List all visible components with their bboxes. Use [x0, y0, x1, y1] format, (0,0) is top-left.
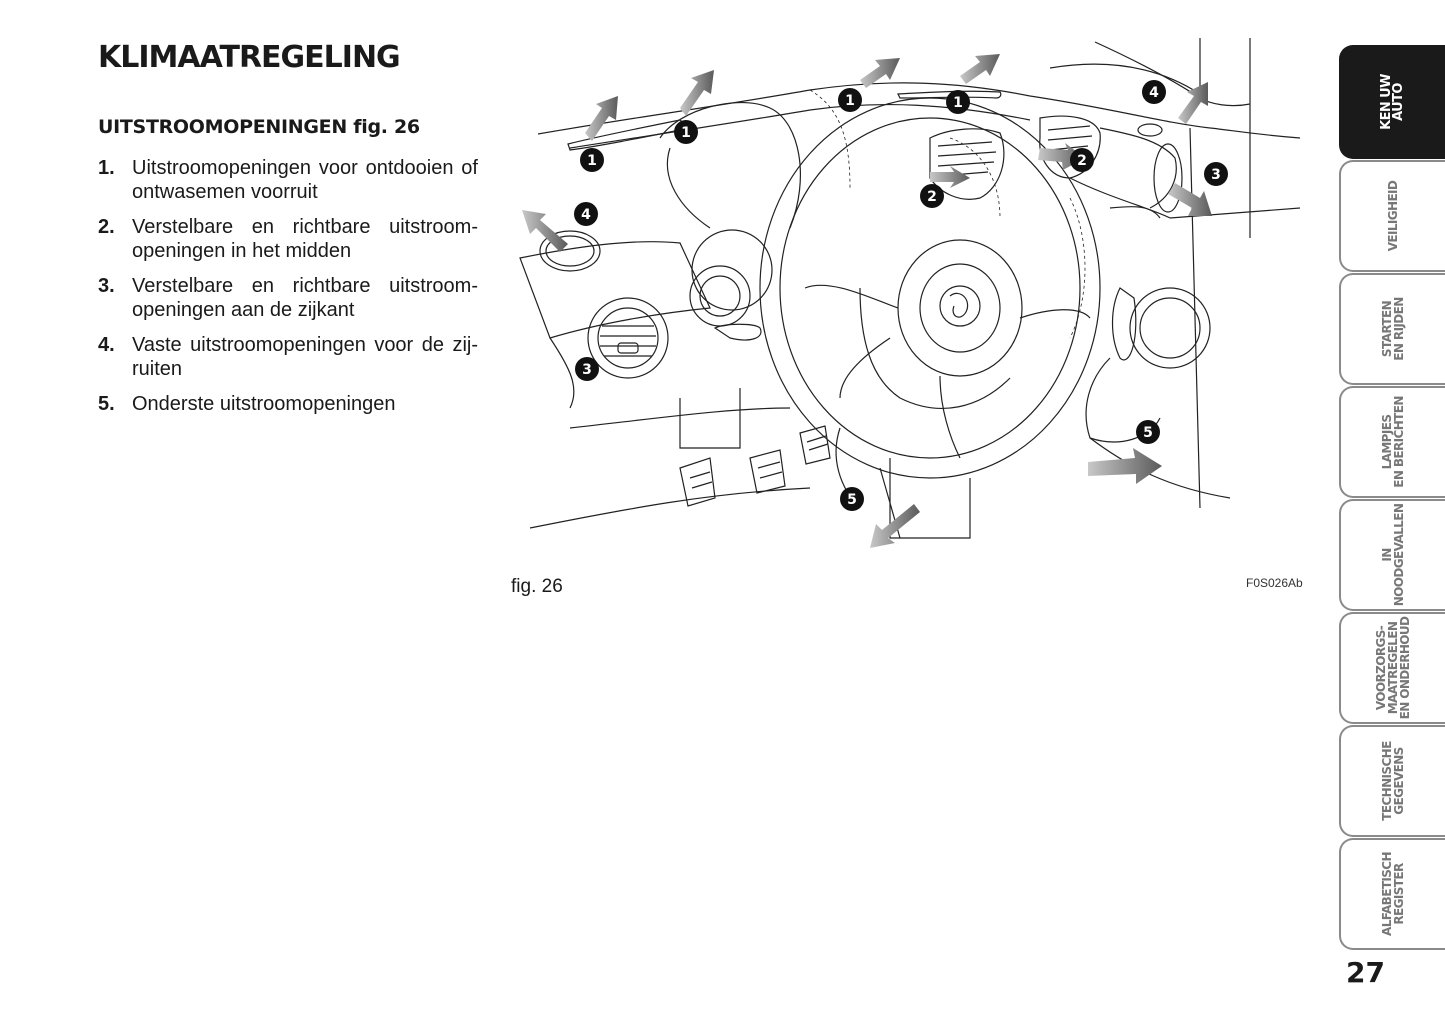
dashboard-illustration: 1 1 1 1 2 2 3 3 4 4 5 5 [519, 38, 1301, 548]
callout-label: 4 [581, 207, 591, 223]
callout-label: 1 [953, 95, 963, 111]
callout-label: 3 [582, 362, 592, 378]
arrow-defrost-right [960, 54, 1000, 84]
list-item: 4. Vaste uitstroomopeningen voor de zij-r… [98, 333, 478, 381]
callout-label: 4 [1149, 85, 1159, 101]
callout-marker: 4 [1142, 80, 1166, 104]
stitching-lines [809, 89, 1086, 339]
callout-label: 2 [1077, 153, 1087, 169]
figure-callouts: 1 1 1 1 2 2 3 3 4 4 5 5 [574, 80, 1228, 511]
callout-label: 1 [681, 125, 691, 141]
arrow-defrost-left [585, 96, 618, 141]
vent-list: 1. Uitstroomopeningen voor ontdooien of o… [98, 156, 478, 427]
tab-ken-uw-auto[interactable]: KEN UW AUTO [1339, 45, 1445, 159]
tab-label: VEILIGHEID [1386, 180, 1400, 252]
figure-code: F0S026Ab [1246, 576, 1303, 590]
callout-label: 1 [587, 153, 597, 169]
tab-voorzorgsmaatregelen[interactable]: VOORZORGS- MAATREGELEN EN ONDERHOUD [1339, 612, 1445, 724]
callout-marker: 1 [946, 90, 970, 114]
callout-label: 5 [1143, 425, 1153, 441]
item-number: 4. [98, 334, 115, 356]
tab-label: VOORZORGS- MAATREGELEN EN ONDERHOUD [1374, 616, 1412, 720]
list-item: 2. Verstelbare en richtbare uitstroom-ope… [98, 215, 478, 263]
tab-veiligheid[interactable]: VEILIGHEID [1339, 160, 1445, 272]
callout-label: 1 [845, 93, 855, 109]
callout-marker: 1 [580, 148, 604, 172]
arrow-side-window-left [522, 210, 568, 252]
callout-marker: 2 [1070, 148, 1094, 172]
tab-label: TECHNISCHE GEGEVENS [1380, 741, 1406, 821]
callout-marker: 5 [1136, 420, 1160, 444]
tab-label: ALFABETISCH REGISTER [1380, 852, 1406, 936]
callout-label: 5 [847, 492, 857, 508]
item-number: 1. [98, 157, 115, 179]
arrow-defrost-left-2 [680, 70, 714, 116]
section-heading: UITSTROOMOPENINGEN fig. 26 [98, 116, 420, 138]
dashboard-linework [519, 38, 1301, 539]
figure-caption: fig. 26 [511, 576, 563, 597]
arrow-center-vent-left [930, 166, 970, 188]
item-text: Vaste uitstroomopeningen voor de zij-rui… [132, 334, 478, 380]
chapter-tabs: KEN UW AUTO VEILIGHEID STARTEN EN RIJDEN… [1339, 45, 1445, 951]
item-text: Onderste uitstroomopeningen [132, 393, 396, 415]
tab-lampjes-en-berichten[interactable]: LAMPJES EN BERICHTEN [1339, 386, 1445, 498]
item-number: 3. [98, 275, 115, 297]
tab-label: IN NOODGEVALLEN [1380, 503, 1406, 607]
arrow-side-vent-right [1168, 183, 1212, 216]
arrow-side-window-right [1178, 82, 1208, 124]
item-number: 5. [98, 393, 115, 415]
list-item: 1. Uitstroomopeningen voor ontdooien of o… [98, 156, 478, 204]
tab-label: STARTEN EN RIJDEN [1380, 297, 1406, 361]
airflow-arrows [522, 54, 1212, 548]
list-item: 3. Verstelbare en richtbare uitstroom-ope… [98, 274, 478, 322]
tab-alfabetisch-register[interactable]: ALFABETISCH REGISTER [1339, 838, 1445, 950]
tab-technische-gegevens[interactable]: TECHNISCHE GEGEVENS [1339, 725, 1445, 837]
callout-marker: 5 [840, 487, 864, 511]
callout-label: 2 [927, 189, 937, 205]
arrow-defrost-center [860, 58, 900, 88]
callout-marker: 1 [674, 120, 698, 144]
item-text: Verstelbare en richtbare uitstroom-openi… [132, 216, 478, 262]
arrow-floor-right [1088, 448, 1162, 484]
tab-label: LAMPJES EN BERICHTEN [1380, 396, 1406, 488]
tab-label: KEN UW AUTO [1379, 74, 1406, 130]
page-number: 27 [1346, 956, 1385, 989]
item-text: Verstelbare en richtbare uitstroom-openi… [132, 275, 478, 321]
item-text: Uitstroomopeningen voor ontdooien of ont… [132, 157, 478, 203]
callout-marker: 1 [838, 88, 862, 112]
page-title: KLIMAATREGELING [98, 40, 401, 75]
list-item: 5. Onderste uitstroomopeningen [98, 392, 478, 416]
tab-in-noodgevallen[interactable]: IN NOODGEVALLEN [1339, 499, 1445, 611]
callout-marker: 4 [574, 202, 598, 226]
callout-marker: 3 [575, 357, 599, 381]
callout-marker: 3 [1204, 162, 1228, 186]
item-number: 2. [98, 216, 115, 238]
callout-label: 3 [1211, 167, 1221, 183]
arrow-floor-left [870, 504, 920, 548]
callout-marker: 2 [920, 184, 944, 208]
tab-starten-en-rijden[interactable]: STARTEN EN RIJDEN [1339, 273, 1445, 385]
